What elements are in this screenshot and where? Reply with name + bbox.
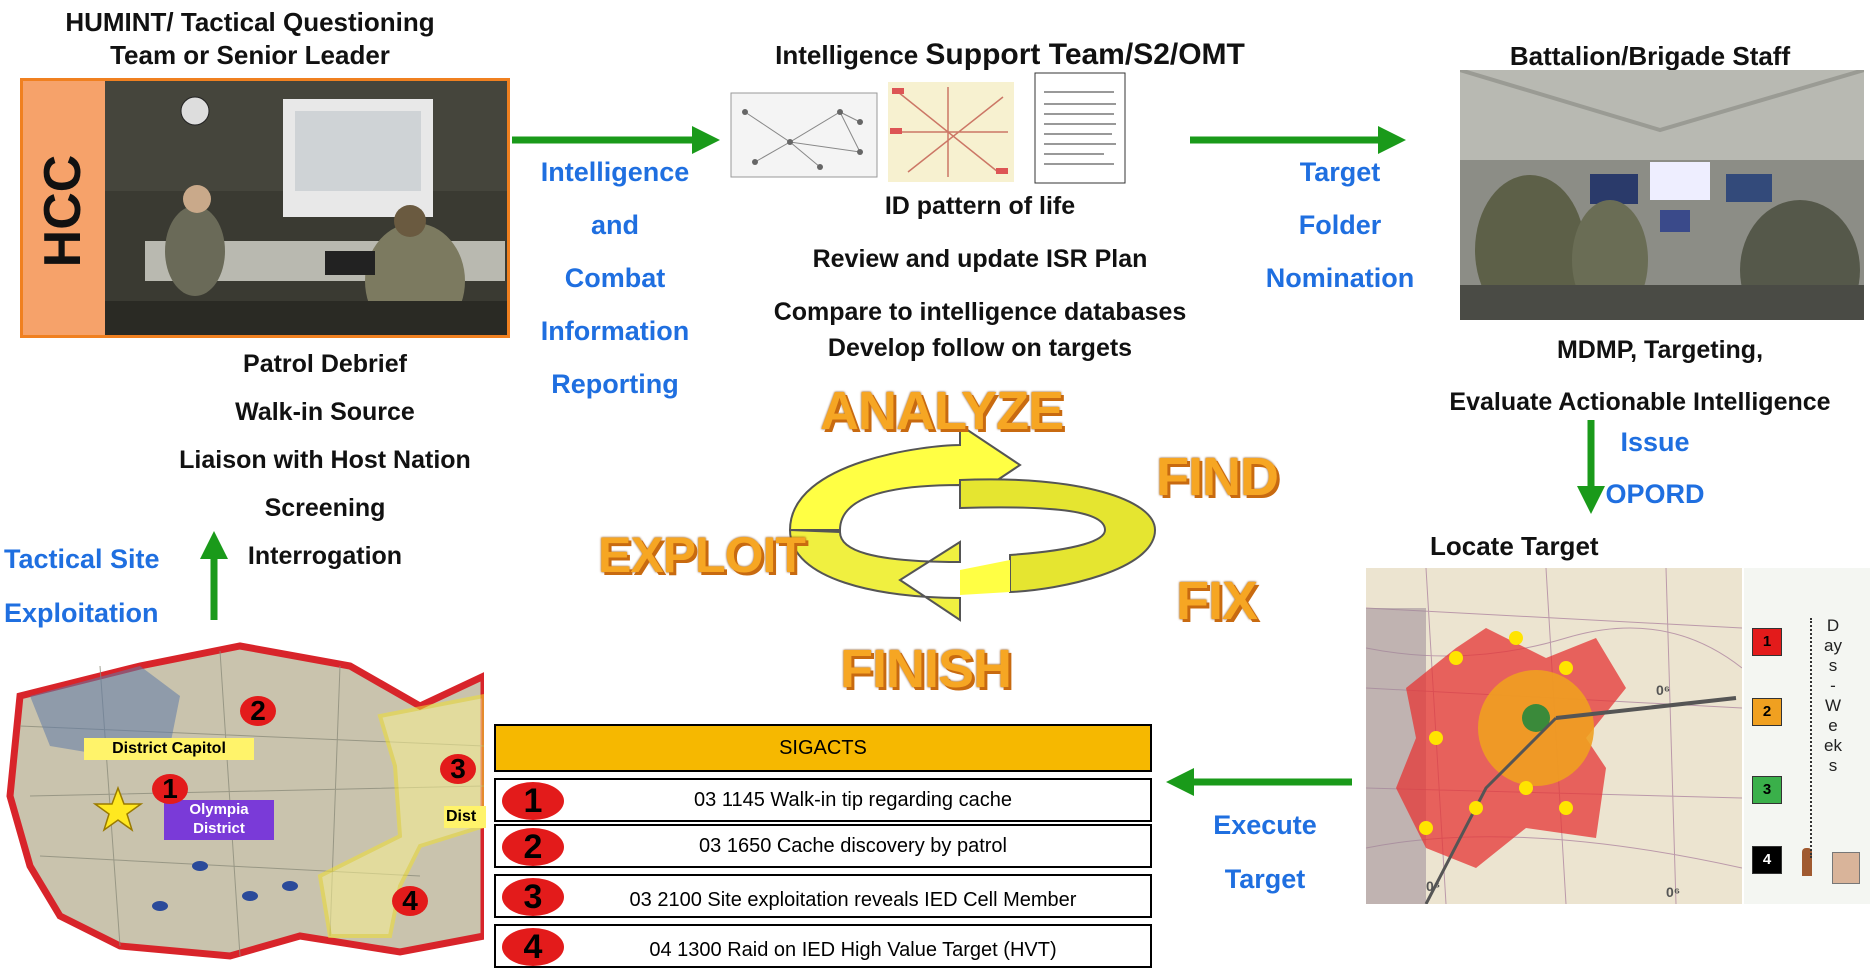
flow-label: Nomination — [1265, 263, 1415, 293]
cycle-finish: FINISH — [840, 639, 1012, 699]
flow-label: Reporting — [551, 369, 679, 399]
ist-title-a: Intelligence — [775, 40, 919, 70]
humint-title-line1: HUMINT/ Tactical Questioning — [65, 7, 435, 37]
link-chart-thumbnail — [730, 92, 878, 178]
humint-activities: Patrol Debrief Walk-in Source Liaison wi… — [140, 340, 510, 580]
map-marker-3: 3 — [440, 754, 476, 784]
sigact-number-badge: 4 — [502, 928, 564, 966]
humint-photo-frame: HCC — [20, 78, 510, 338]
ist-task: Review and update ISR Plan — [812, 245, 1148, 273]
flow-label: Information — [540, 316, 690, 346]
target-area-map-image — [1366, 568, 1742, 904]
sigact-number-badge: 2 — [502, 828, 564, 866]
staff-title: Battalion/Brigade Staff — [1509, 41, 1791, 71]
district-map: District Capitol Olympia District Dist 2… — [0, 636, 488, 960]
sigact-row: 3 03 2100 Site exploitation reveals IED … — [494, 874, 1152, 918]
f3ea-cycle-arrows — [788, 423, 1157, 622]
flow-label: and — [590, 210, 639, 240]
ist-title: Intelligence Support Team/S2/OMT — [710, 38, 1310, 72]
cycle-find: FIND — [1156, 447, 1279, 507]
sigact-text: 03 1145 Walk-in tip regarding cache — [694, 789, 1012, 811]
document-thumbnail — [1034, 72, 1126, 184]
sigact-text: 04 1300 Raid on IED High Value Target (H… — [649, 939, 1057, 961]
map-marker-4: 4 — [392, 886, 428, 916]
ist-tasks: ID pattern of life Review and update ISR… — [720, 188, 1240, 366]
sigact-text: 03 2100 Site exploitation reveals IED Ce… — [629, 889, 1077, 911]
timeline-line — [1810, 618, 1812, 858]
flow-target-nomination: Target Folder Nomination — [1240, 146, 1440, 305]
hcc-panel: HCC — [23, 81, 101, 335]
staff-tasks: MDMP, Targeting, Evaluate Actionable Int… — [1449, 324, 1870, 428]
ist-title-b: Support Team/S2/OMT — [925, 38, 1245, 71]
flow-label: Intelligence — [540, 157, 690, 187]
staff-line2: Evaluate Actionable Intelligence — [1449, 388, 1831, 416]
activity-item: Liaison with Host Nation — [179, 446, 471, 474]
timeline-panel: 1 2 3 4 Days - Weeks — [1744, 568, 1870, 904]
association-matrix-thumbnail — [888, 82, 1014, 182]
humint-photo — [105, 81, 507, 335]
map-grid-label: 0⁶ — [1656, 682, 1671, 698]
flow-label: OPORD — [1605, 479, 1705, 509]
map-marker-2: 2 — [240, 696, 276, 726]
flow-label: Combat — [564, 263, 666, 293]
ist-task: ID pattern of life — [884, 192, 1076, 220]
sigact-row: 2 03 1650 Cache discovery by patrol — [494, 824, 1152, 868]
sigact-number-badge: 1 — [502, 782, 564, 820]
humint-title-line2: Team or Senior Leader — [110, 40, 390, 70]
face-photo-icon — [1832, 852, 1860, 884]
flow-intel-reporting: Intelligence and Combat Information Repo… — [520, 146, 710, 411]
cycle-analyze: ANALYZE — [820, 381, 1064, 441]
map-marker-1: 1 — [152, 774, 188, 804]
district-capitol-label: District Capitol — [84, 738, 254, 760]
legend-square-4: 4 — [1752, 846, 1782, 874]
sigact-row: 1 03 1145 Walk-in tip regarding cache — [494, 778, 1152, 822]
operations-center-image — [1460, 70, 1864, 320]
staff-photo — [1460, 70, 1864, 320]
ist-task: Compare to intelligence databases — [773, 298, 1187, 326]
ist-task: Develop follow on targets — [827, 334, 1133, 362]
locate-map: 0⁶ 0⁶ 0⁶ — [1366, 568, 1742, 904]
legend-square-3: 3 — [1752, 776, 1782, 804]
flow-label: Target — [1224, 864, 1306, 894]
flow-execute-target: Execute Target — [1190, 798, 1340, 906]
flow-label: Exploitation — [4, 598, 159, 628]
flow-label: Execute — [1213, 810, 1317, 840]
flow-label: Target — [1299, 157, 1381, 187]
activity-item: Patrol Debrief — [243, 350, 407, 378]
staff-line1: MDMP, Targeting, — [1556, 336, 1764, 364]
cycle-exploit: EXPLOIT — [598, 527, 806, 583]
activity-item: Interrogation — [247, 542, 403, 570]
map-grid-label: 0⁶ — [1426, 878, 1441, 894]
flow-tactical-site-exploitation: Tactical Site Exploitation — [4, 532, 194, 640]
flow-label: Issue — [1620, 427, 1690, 457]
flow-label: Folder — [1298, 210, 1382, 240]
timeline-label: Days - Weeks — [1824, 616, 1842, 775]
olympia-district-label: Olympia District — [164, 800, 274, 840]
person-icon — [1802, 848, 1812, 876]
sigact-text: 03 1650 Cache discovery by patrol — [699, 835, 1007, 857]
sigact-number-badge: 3 — [502, 878, 564, 916]
humint-title: HUMINT/ Tactical Questioning Team or Sen… — [30, 6, 470, 72]
locate-title: Locate Target — [1430, 531, 1599, 561]
activity-item: Walk-in Source — [235, 398, 415, 426]
legend-square-2: 2 — [1752, 698, 1782, 726]
flow-label: Tactical Site — [4, 544, 160, 574]
activity-item: Screening — [264, 494, 386, 522]
cycle-fix: FIX — [1176, 571, 1258, 631]
flow-issue-opord: Issue OPORD — [1600, 416, 1710, 520]
map-grid-label: 0⁶ — [1666, 884, 1681, 900]
district-partial-label: Dist — [444, 806, 486, 828]
legend-square-1: 1 — [1752, 628, 1782, 656]
sigacts-table: SIGACTS 1 03 1145 Walk-in tip regarding … — [494, 724, 1152, 968]
sigact-row: 4 04 1300 Raid on IED High Value Target … — [494, 924, 1152, 968]
sigacts-header: SIGACTS — [494, 724, 1152, 772]
interrogation-room-image — [105, 81, 507, 335]
